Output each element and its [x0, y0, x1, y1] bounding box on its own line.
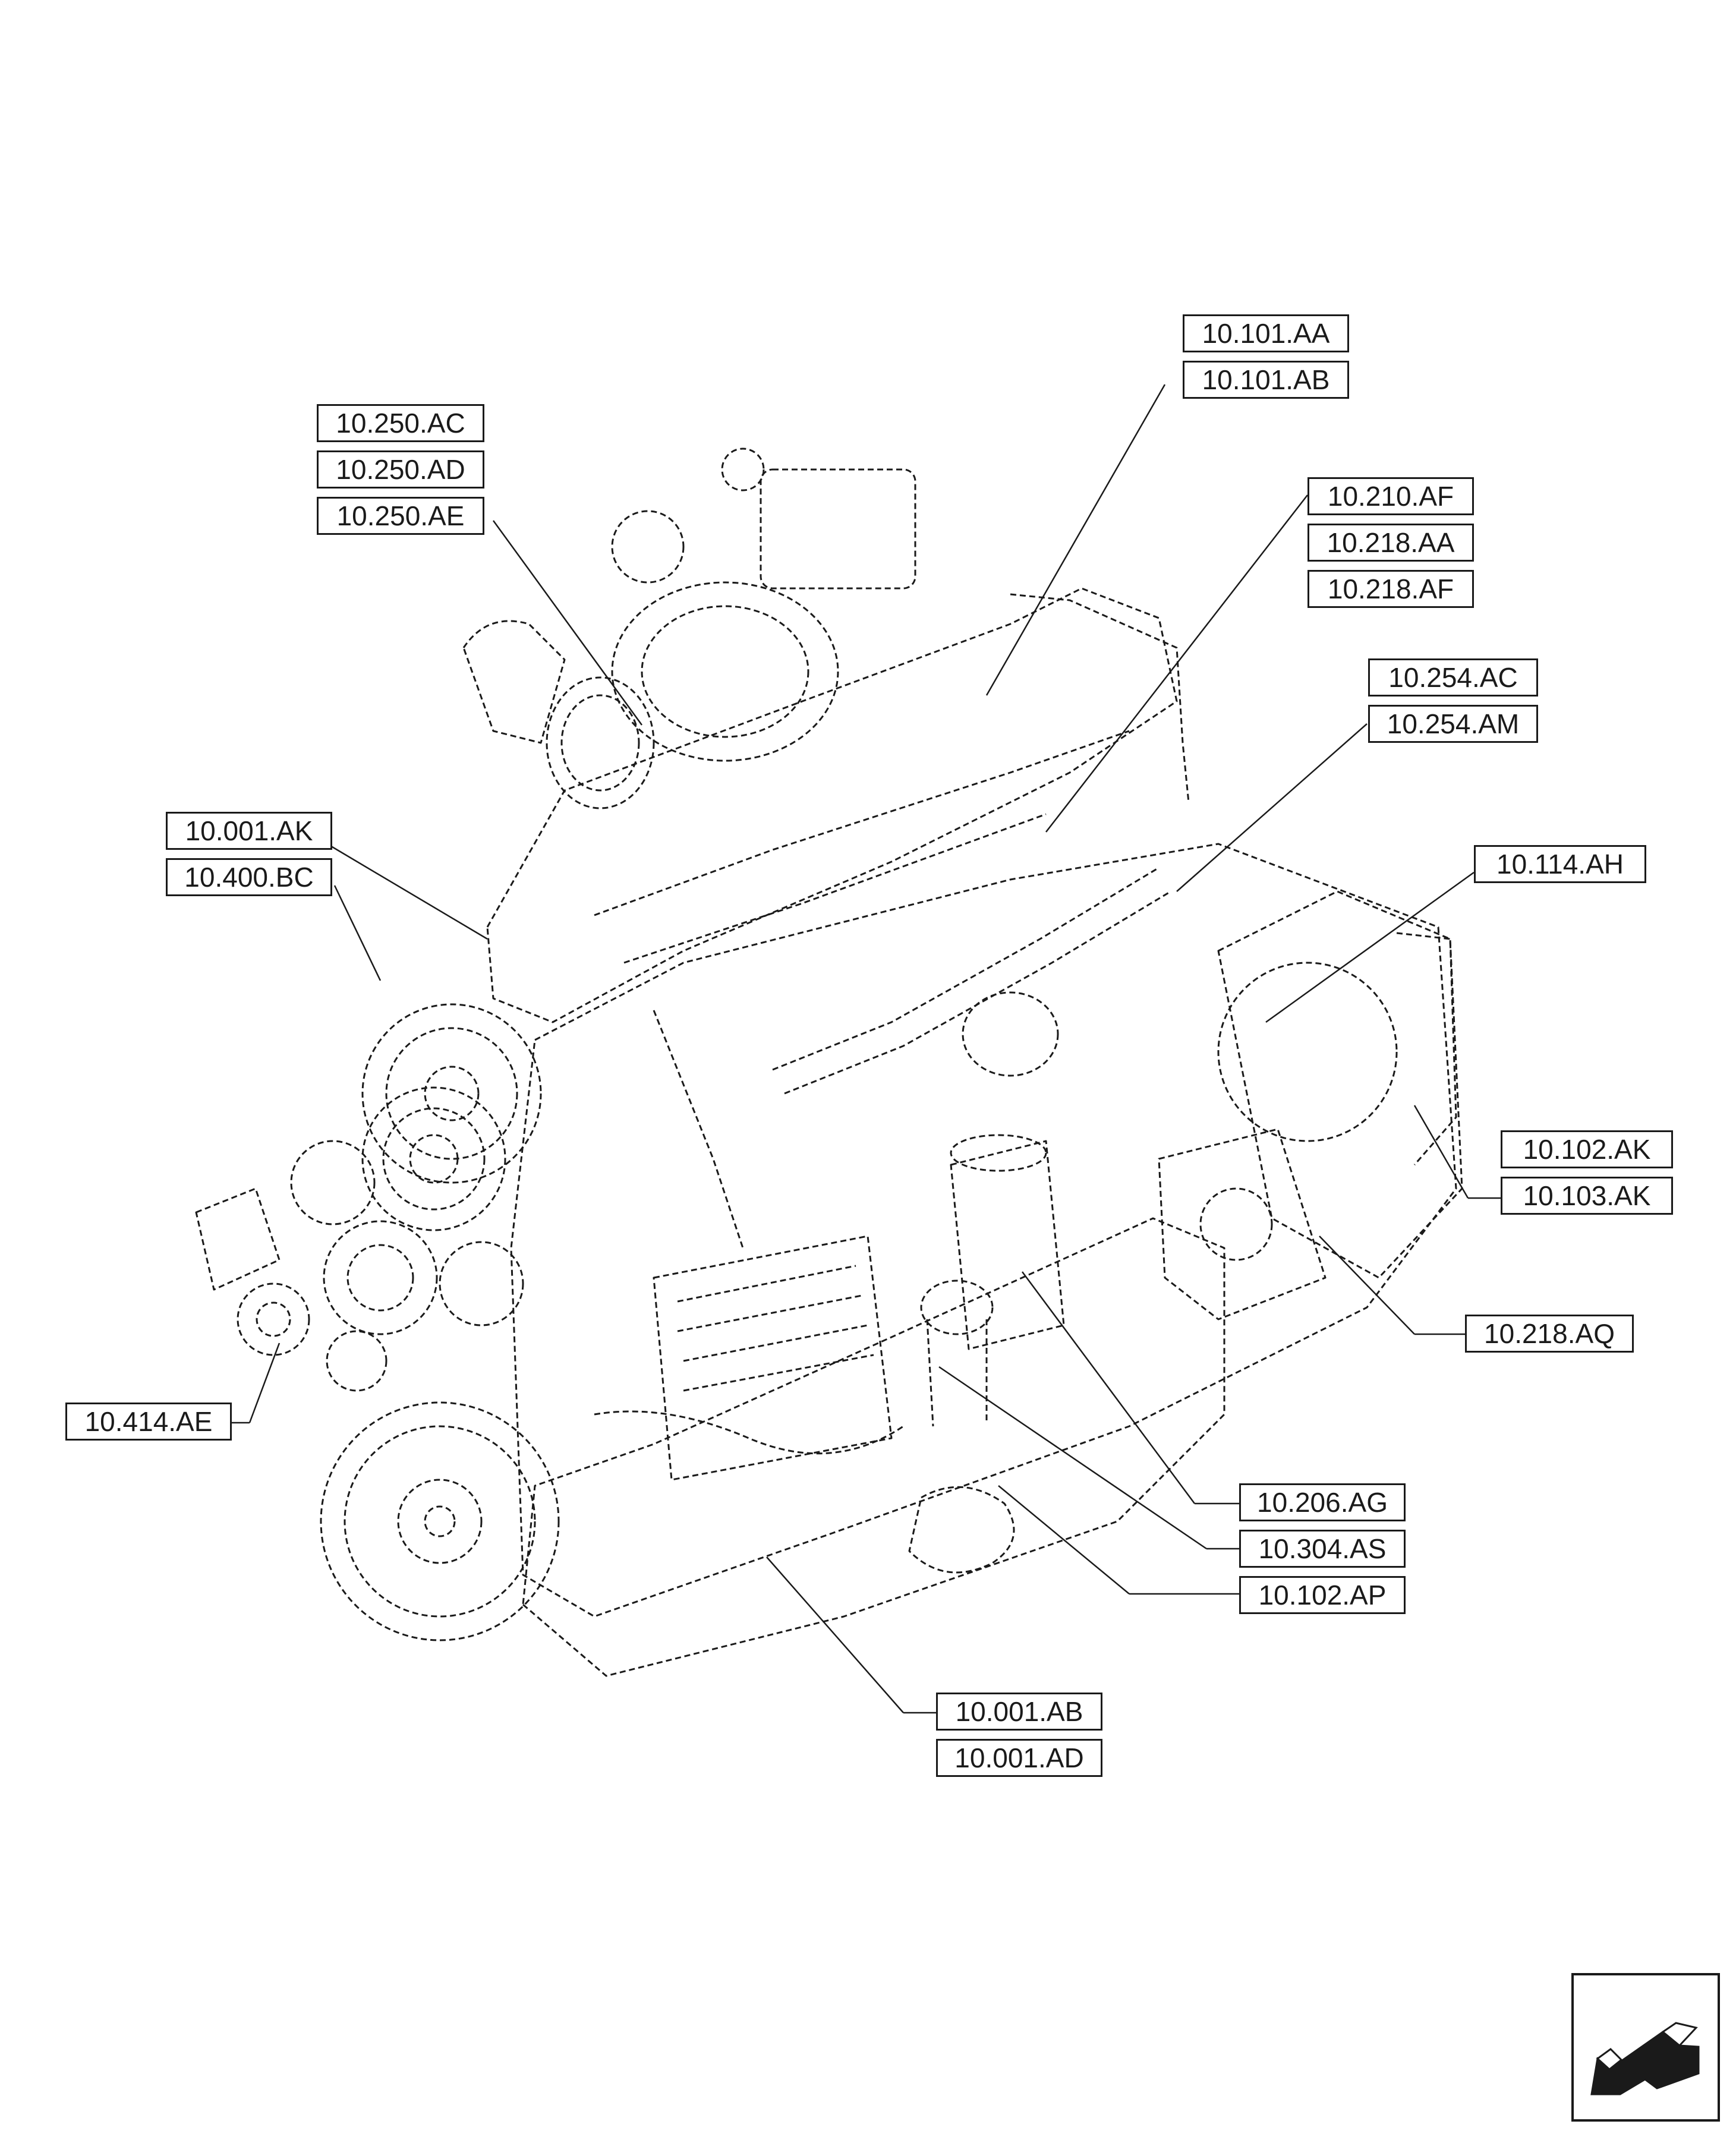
callout-10-254-ac[interactable]: 10.254.AC [1368, 658, 1538, 697]
callout-10-250-ae[interactable]: 10.250.AE [317, 497, 484, 535]
leader-10-001-ab-b [766, 1556, 904, 1713]
actuator [760, 468, 916, 590]
leader-10-414-b [248, 1342, 281, 1423]
turbocharger [611, 581, 839, 762]
leader-10-210 [1045, 494, 1308, 833]
callout-10-101-aa[interactable]: 10.101.AA [1183, 314, 1349, 352]
vibration-damper [320, 1401, 560, 1641]
callout-10-102-ap[interactable]: 10.102.AP [1239, 1576, 1406, 1614]
valve-cover [486, 587, 1178, 1023]
engine-block [510, 843, 1457, 1618]
fuel-filter [950, 1140, 1065, 1350]
callout-10-254-am[interactable]: 10.254.AM [1368, 705, 1538, 743]
oil-filter [920, 1280, 994, 1335]
callout-10-218-aq[interactable]: 10.218.AQ [1465, 1315, 1634, 1353]
callout-10-001-ak[interactable]: 10.001.AK [166, 812, 332, 850]
leader-10-114 [1265, 871, 1475, 1023]
leader-10-400-bc [333, 885, 382, 981]
leader-10-001-ak [319, 838, 488, 940]
next-page-arrow-icon [1590, 2022, 1700, 2095]
leader-10-102-b [998, 1485, 1130, 1594]
callout-10-218-aa[interactable]: 10.218.AA [1307, 524, 1474, 562]
leader-10-254 [1176, 723, 1368, 892]
fan-pulley [361, 1003, 542, 1184]
leader-10-304-b [938, 1366, 1207, 1550]
air-compressor [1158, 1128, 1327, 1321]
callout-10-414-ae[interactable]: 10.414.AE [65, 1403, 232, 1441]
callout-10-304-as[interactable]: 10.304.AS [1239, 1530, 1406, 1568]
callout-10-206-ag[interactable]: 10.206.AG [1239, 1483, 1406, 1521]
callout-10-103-ak[interactable]: 10.103.AK [1501, 1177, 1673, 1215]
callout-10-114-ah[interactable]: 10.114.AH [1474, 845, 1646, 883]
crank-pulley [361, 1086, 506, 1231]
flywheel-housing [1217, 890, 1463, 1279]
callout-10-001-ab[interactable]: 10.001.AB [936, 1693, 1102, 1731]
callout-10-250-ad[interactable]: 10.250.AD [317, 450, 484, 489]
callout-10-101-ab[interactable]: 10.101.AB [1183, 361, 1349, 399]
callout-10-400-bc[interactable]: 10.400.BC [166, 858, 332, 896]
oil-pan [522, 1217, 1225, 1677]
leader-10-250 [492, 520, 643, 726]
leader-10-218-aq-b [1319, 1236, 1415, 1335]
leader-10-101 [985, 384, 1166, 696]
callout-10-102-ak[interactable]: 10.102.AK [1501, 1130, 1673, 1168]
callout-10-210-af[interactable]: 10.210.AF [1307, 477, 1474, 515]
ecu [653, 1235, 893, 1481]
next-page-button[interactable] [1571, 1973, 1720, 2122]
callout-10-250-ac[interactable]: 10.250.AC [317, 404, 484, 442]
callout-10-001-ad[interactable]: 10.001.AD [936, 1739, 1102, 1777]
leader-10-103-b [1413, 1105, 1469, 1199]
callout-10-218-af[interactable]: 10.218.AF [1307, 570, 1474, 608]
leader-10-206-b [1021, 1271, 1196, 1504]
